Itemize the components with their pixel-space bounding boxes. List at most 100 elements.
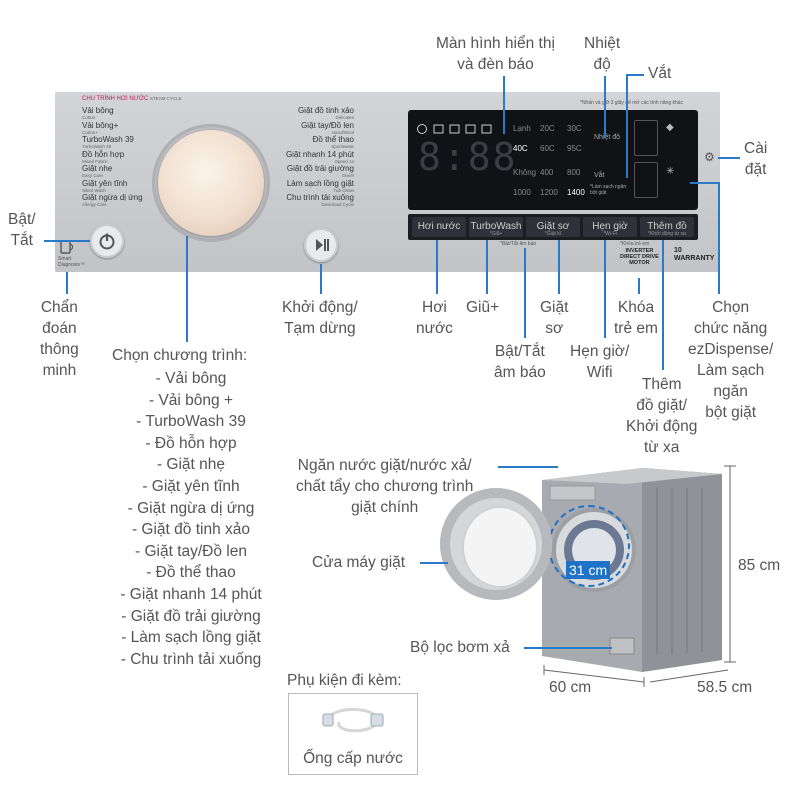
callout-add-item: Thêm đồ giặt/ Khởi động từ xa <box>626 376 698 456</box>
steam-cycle-header-vi: CHU TRÌNH HƠI NƯỚC <box>82 96 149 102</box>
callout-steam: Hơi nước <box>416 299 453 337</box>
display-option: Lạnh <box>513 124 531 133</box>
steam-cycle-header-en: STEAM CYCLE <box>149 96 182 101</box>
water-hose-icon <box>322 708 384 733</box>
display-option: 1400 <box>567 188 585 197</box>
callout-chime: Bật/Tắt âm báo <box>494 343 546 381</box>
leader-prewash <box>558 240 560 294</box>
display-option: 60C <box>540 144 555 153</box>
program-list-item: - TurboWash 39 <box>136 413 246 431</box>
callout-temperature: Nhiệt độ <box>584 35 621 73</box>
callout-door: Cửa máy giặt <box>312 554 406 571</box>
warranty-badge: 10 WARRANTY <box>674 247 715 262</box>
power-button[interactable] <box>90 224 124 258</box>
leader-add-item <box>662 240 664 370</box>
play-pause-icon <box>316 239 329 251</box>
program-list-item: - Vải bông <box>155 370 227 387</box>
accessories-title: Phụ kiện đi kèm: <box>287 672 402 689</box>
display-option: 1200 <box>540 188 558 197</box>
panel-function-button[interactable]: Hẹn giờ*Wi-Fi <box>583 217 637 237</box>
callout-settings: Cài đặt <box>744 140 768 178</box>
program-list-item: - Làm sạch lồng giặt <box>121 629 261 647</box>
spin-buttons[interactable] <box>634 162 658 198</box>
leader-door <box>420 562 448 564</box>
leader-temperature <box>604 76 606 138</box>
panel-note: *Nhấn và giữ 3 giây để mở các tính năng … <box>580 100 684 106</box>
panel-function-button[interactable]: Thêm đồ giặt*Khởi động từ xa <box>640 217 694 252</box>
display-option: 400 <box>540 168 554 177</box>
leader-hold <box>486 240 488 294</box>
leader-smart-diagnosis <box>66 272 68 294</box>
display-spin-label: Vắt <box>594 172 605 179</box>
callout-display: Màn hình hiển thị và đèn báo <box>436 35 555 73</box>
leader-spin-h <box>628 74 644 76</box>
leader-steam <box>436 240 438 294</box>
power-icon <box>99 233 115 250</box>
callout-power: Bật/ Tắt <box>8 211 36 249</box>
steam-cycle-header: CHU TRÌNH HƠI NƯỚC STEAM CYCLE <box>82 96 182 102</box>
height-label: 85 cm <box>738 557 781 574</box>
accessory-hose-label: Ống cấp nước <box>303 750 403 767</box>
panel-function-button[interactable]: Giặt sơ*Giặt kĩ <box>526 217 580 237</box>
display-option: 40C <box>513 144 528 153</box>
leader-dial <box>186 236 188 342</box>
depth-label: 58.5 cm <box>697 679 753 696</box>
leader-power <box>44 240 90 242</box>
program-dial-knob[interactable] <box>158 130 264 236</box>
leader-start-pause <box>320 264 322 294</box>
program-list-item: - Giặt đồ trải giường <box>121 607 261 625</box>
child-lock-sub-label: *Khóa trẻ em <box>620 241 650 247</box>
ezdispense-icon: ✳ <box>666 166 675 177</box>
program-list-title: Chọn chương trình: <box>112 347 248 364</box>
smart-diagnosis-label: Smart Diagnosis™ <box>58 256 85 268</box>
panel-program-label: Vải bông+Cotton+ <box>82 120 119 135</box>
display-option: 30C <box>567 124 582 133</box>
program-list-item: - Giặt tay/Đồ len <box>135 542 247 560</box>
leader-child-lock <box>638 278 640 294</box>
callout-ezdispense: Chọn chức năng ezDispense/ Làm sạch ngăn… <box>688 299 774 421</box>
callout-drawer: Ngăn nước giặt/nước xả/ chất tẩy cho chư… <box>296 457 474 516</box>
door-size-label: 31 cm <box>566 561 611 579</box>
leader-spin-v <box>626 74 628 178</box>
droplet-icon: ◆ <box>666 122 674 133</box>
callout-start-pause: Khởi động/ Tạm dừng <box>282 299 358 337</box>
width-label: 60 cm <box>549 679 592 696</box>
inverter-logo: INVERTER DIRECT DRIVE MOTOR <box>620 248 659 266</box>
display-option: 20C <box>540 124 555 133</box>
temperature-buttons[interactable] <box>634 120 658 156</box>
program-list-item: - Giặt yên tĩnh <box>142 478 240 495</box>
program-list-item: - Vải bông + <box>148 391 234 409</box>
panel-function-button[interactable]: Hơi nước <box>412 217 466 237</box>
program-list-item: - Chu trình tải xuống <box>120 650 262 668</box>
settings-gear-icon: ⚙ <box>704 150 715 164</box>
program-list-item: - Giặt nhẹ <box>156 456 226 474</box>
start-pause-button[interactable] <box>304 228 338 262</box>
chime-sub-label: *Bật/Tắt âm báo <box>500 241 537 247</box>
display-option: 95C <box>567 144 582 153</box>
leader-ezdispense <box>718 182 720 294</box>
dimension-lines <box>543 465 736 687</box>
leader-ezdispense-h <box>690 182 720 184</box>
display-spin-sub: *Làm sạch ngăn bột giặt <box>590 184 627 196</box>
panel-function-button[interactable]: TurboWash*Giũ+ <box>469 217 523 237</box>
callout-smart-diagnosis: Chẩn đoán thông minh <box>40 299 79 379</box>
display-option: 1000 <box>513 188 531 197</box>
callout-child-lock: Khóa trẻ em <box>614 299 658 337</box>
leader-settings <box>718 157 740 159</box>
callout-hold: Giũ+ <box>466 299 500 316</box>
leader-drawer <box>498 466 558 468</box>
display-temp-label: Nhiệt độ <box>594 134 621 141</box>
